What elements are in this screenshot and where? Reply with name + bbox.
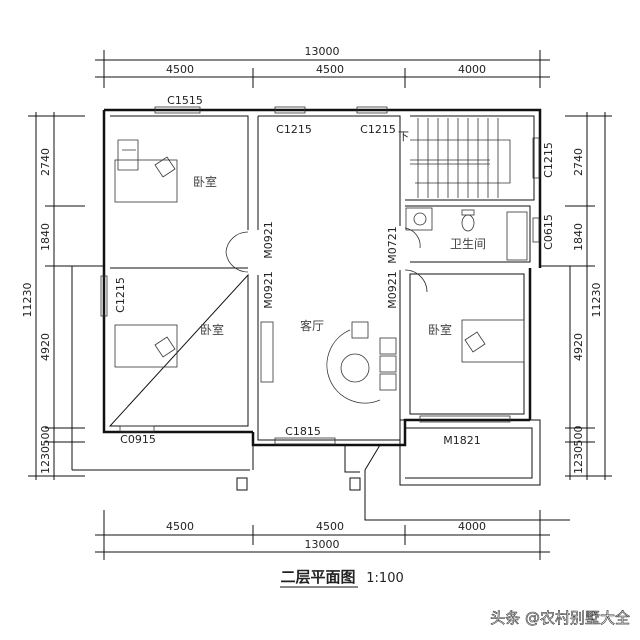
label-c1215-b: C1215 (360, 123, 396, 136)
dim-bottom-3: 4000 (458, 520, 486, 533)
label-c1215-left: C1215 (114, 277, 127, 313)
plan-title: 二层平面图 (280, 568, 355, 586)
room-living: 客厅 (300, 318, 324, 333)
right-dimensions: 2740 1840 4920 500 1230 11230 (540, 112, 612, 480)
dim-top-1: 4500 (166, 63, 194, 76)
label-m0921-b: M0921 (262, 271, 275, 309)
label-c0615: C0615 (542, 214, 555, 250)
label-m1821: M1821 (443, 434, 481, 447)
bottom-dimensions: 4500 4500 4000 13000 (95, 510, 550, 560)
dim-bottom-1: 4500 (166, 520, 194, 533)
dim-left-1: 2740 (39, 148, 52, 176)
label-m0921-a: M0921 (262, 221, 275, 259)
dim-right-4: 500 (572, 426, 585, 447)
plan-scale: 1:100 (366, 571, 403, 586)
left-dimensions: 11230 2740 1840 4920 500 1230 (21, 112, 250, 480)
label-c1515: C1515 (167, 94, 203, 107)
dim-left-4: 500 (39, 426, 52, 447)
label-c1215-a: C1215 (276, 123, 312, 136)
dim-left-2: 1840 (39, 223, 52, 251)
dim-right-2: 1840 (572, 223, 585, 251)
label-c1215-stair: C1215 (542, 142, 555, 178)
dim-right-5: 1230 (572, 446, 585, 474)
windows (100, 106, 540, 445)
room-bathroom: 卫生间 (450, 237, 486, 251)
dim-left-5: 1230 (39, 446, 52, 474)
label-c1815: C1815 (285, 425, 321, 438)
top-dimensions: 13000 4500 4500 4000 (95, 45, 550, 88)
dim-right-total: 11230 (590, 283, 603, 318)
dim-top-2: 4500 (316, 63, 344, 76)
room-bedroom-bottom-left: 卧室 (200, 322, 224, 337)
staircase (410, 118, 511, 198)
room-bedroom-top-left: 卧室 (193, 174, 217, 189)
dim-left-total: 11230 (21, 283, 34, 318)
dim-left-3: 4920 (39, 333, 52, 361)
doors (225, 227, 428, 293)
room-bedroom-right: 卧室 (428, 322, 452, 337)
stair-down-mark: 下 (398, 130, 409, 143)
dim-bottom-2: 4500 (316, 520, 344, 533)
label-m0721: M0721 (386, 226, 399, 264)
dim-right-3: 4920 (572, 333, 585, 361)
label-c0915: C0915 (120, 433, 156, 446)
dim-top-3: 4000 (458, 63, 486, 76)
dim-bottom-total: 13000 (305, 538, 340, 551)
walls (102, 108, 570, 521)
dim-top-total: 13000 (305, 45, 340, 58)
watermark: 头条 @农村别墅大全 (490, 609, 630, 627)
label-m0921-c: M0921 (386, 271, 399, 309)
fixtures (114, 139, 528, 404)
dim-right-1: 2740 (572, 148, 585, 176)
